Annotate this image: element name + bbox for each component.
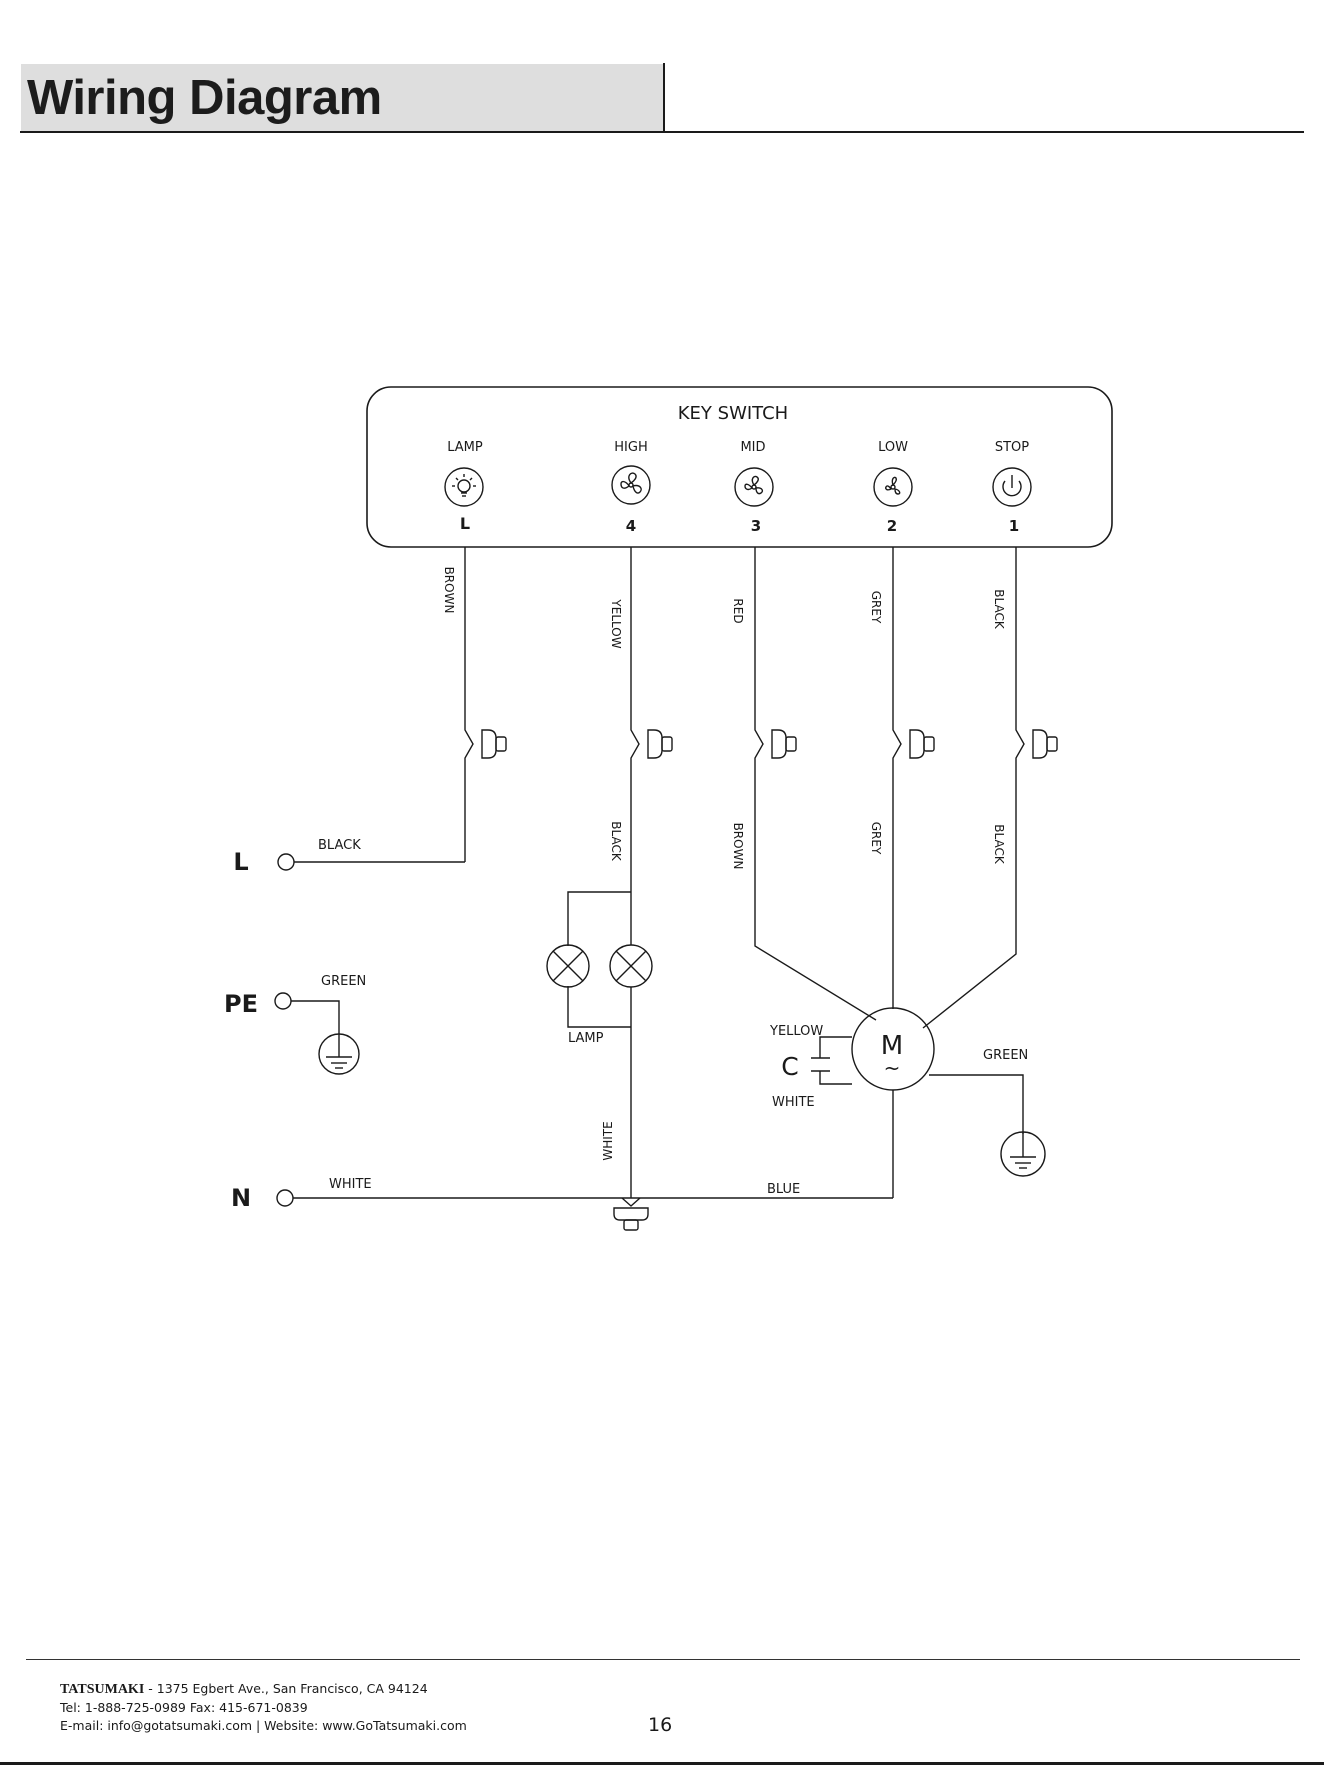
motor-symbol: M [881, 1031, 903, 1061]
wire-label-black-lower-2: BLACK [992, 824, 1006, 865]
page-number: 16 [648, 1714, 673, 1736]
terminal-label-2: 2 [887, 517, 897, 535]
fan-mid-icon [734, 467, 774, 507]
key-label-stop: STOP [995, 440, 1029, 455]
wire-label-pe-green: GREEN [321, 974, 366, 989]
fan-low-icon [873, 467, 913, 507]
key-switch-title: KEY SWITCH [678, 403, 788, 424]
capacitor-label: C [781, 1052, 798, 1081]
wire-label-grey: GREY [869, 591, 883, 624]
power-icon [992, 467, 1032, 507]
wire-label-yellow: YELLOW [609, 598, 623, 648]
wire-capacitor-yellow [819, 1036, 852, 1058]
supply-label-pe: PE [224, 990, 258, 1018]
wire-label-lamp-white: WHITE [601, 1121, 615, 1160]
wire-motor-ground [929, 1074, 1024, 1134]
connector [771, 729, 797, 759]
header-background [21, 64, 664, 131]
lamp-label: LAMP [568, 1031, 604, 1046]
header-divider [663, 63, 665, 132]
wire-label-capacitor-white: WHITE [772, 1095, 815, 1110]
footer-company: TATSUMAKI [60, 1682, 145, 1697]
bottom-rule [0, 1762, 1324, 1765]
wire-label-black: BLACK [992, 589, 1006, 630]
header-rule [20, 131, 1304, 133]
connector [1032, 729, 1058, 759]
wire-label-motor-green: GREEN [983, 1048, 1028, 1063]
connector [481, 729, 507, 759]
terminal-pe [274, 992, 292, 1010]
wire-mid [754, 547, 877, 1021]
wire-stop [922, 547, 1025, 1029]
page-title: Wiring Diagram [27, 71, 382, 125]
footer-address-line: TATSUMAKI - 1375 Egbert Ave., San Franci… [60, 1680, 467, 1699]
wire-lamp-parallel-top [567, 891, 631, 946]
supply-label-l: L [233, 848, 248, 876]
key-label-low: LOW [878, 440, 908, 455]
wire-label-brown-lower: BROWN [731, 823, 745, 870]
lamp-bulb-icon [609, 944, 653, 988]
key-label-mid: MID [740, 440, 765, 455]
terminal-label-4: 4 [626, 517, 636, 535]
wire-label-n-white: WHITE [329, 1177, 372, 1192]
supply-label-n: N [231, 1184, 251, 1212]
terminal-n [276, 1189, 294, 1207]
connector [909, 729, 935, 759]
wire-label-grey-lower: GREY [869, 822, 883, 855]
wire-lamp [464, 547, 474, 862]
connector [647, 729, 673, 759]
footer-address: - 1375 Egbert Ave., San Francisco, CA 94… [144, 1681, 428, 1696]
motor-ac-symbol: ~ [884, 1056, 901, 1080]
footer-web: E-mail: info@gotatsumaki.com | Website: … [60, 1718, 467, 1733]
wire-label-brown: BROWN [442, 567, 456, 614]
connector [613, 1197, 649, 1231]
key-label-high: HIGH [614, 440, 647, 455]
wire-low [892, 547, 902, 1009]
ground-icon [318, 1033, 360, 1075]
wire-label-red: RED [731, 598, 745, 623]
terminal-label-l: L [460, 514, 470, 533]
footer: TATSUMAKI - 1375 Egbert Ave., San Franci… [60, 1680, 467, 1735]
terminal-l [277, 853, 295, 871]
wire-label-capacitor-yellow: YELLOW [769, 1024, 823, 1039]
wire-pe [291, 1000, 340, 1034]
wire-label-l-black: BLACK [318, 838, 361, 853]
lamp-icon [444, 467, 484, 507]
key-label-lamp: LAMP [447, 440, 483, 455]
key-switch-panel [366, 386, 1113, 548]
wire-label-black-lower: BLACK [609, 821, 623, 862]
wire-lamp-parallel-bottom [567, 986, 631, 1028]
terminal-label-1: 1 [1009, 517, 1019, 535]
fan-high-icon [611, 465, 651, 505]
wire-label-neutral-blue: BLUE [767, 1182, 800, 1197]
footer-contact: Tel: 1-888-725-0989 Fax: 415-671-0839 [60, 1700, 308, 1715]
ground-icon [1000, 1131, 1046, 1177]
wire-high [630, 547, 640, 892]
footer-rule [26, 1659, 1300, 1660]
terminal-label-3: 3 [751, 517, 761, 535]
lamp-bulb-icon [546, 944, 590, 988]
wire-capacitor-white [819, 1071, 852, 1085]
